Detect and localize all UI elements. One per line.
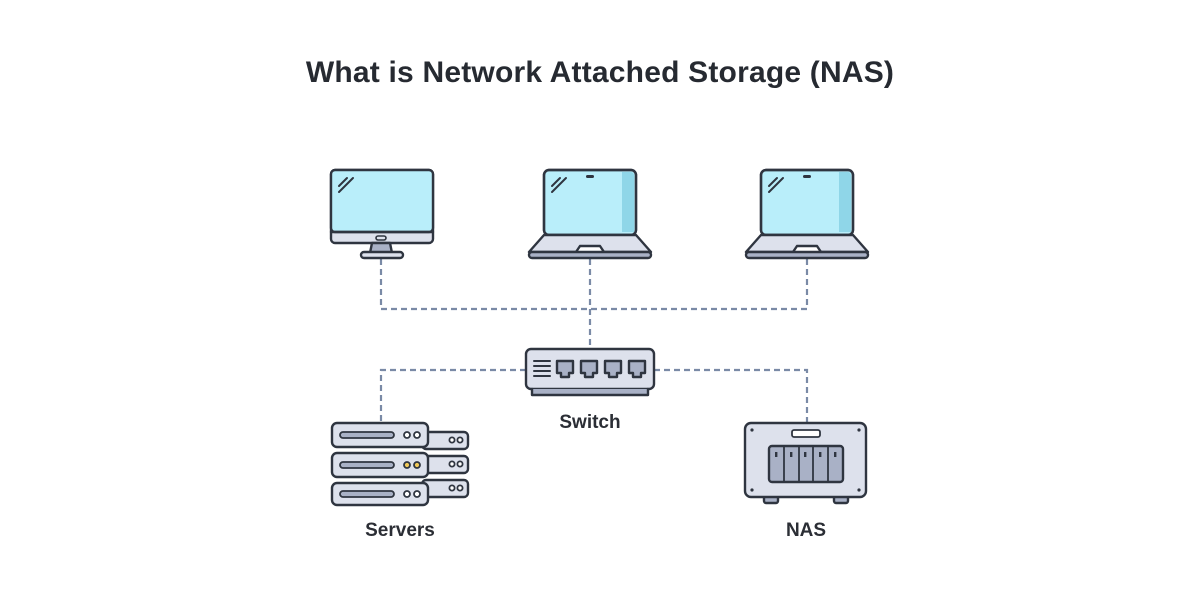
switch-label: Switch xyxy=(559,412,620,433)
nas-device-icon xyxy=(743,421,868,505)
link-desktop xyxy=(379,259,809,311)
servers-label: Servers xyxy=(365,520,435,541)
network-links xyxy=(379,259,809,422)
laptop-icon xyxy=(527,168,653,260)
nas-label: NAS xyxy=(786,520,826,541)
laptop-icon xyxy=(744,168,870,260)
link-nas xyxy=(654,368,809,422)
network-switch-icon xyxy=(524,347,656,397)
diagram-title: What is Network Attached Storage (NAS) xyxy=(305,56,895,89)
desktop-monitor-icon xyxy=(329,168,435,260)
link-servers xyxy=(379,368,526,422)
server-rack-icon xyxy=(330,421,470,507)
